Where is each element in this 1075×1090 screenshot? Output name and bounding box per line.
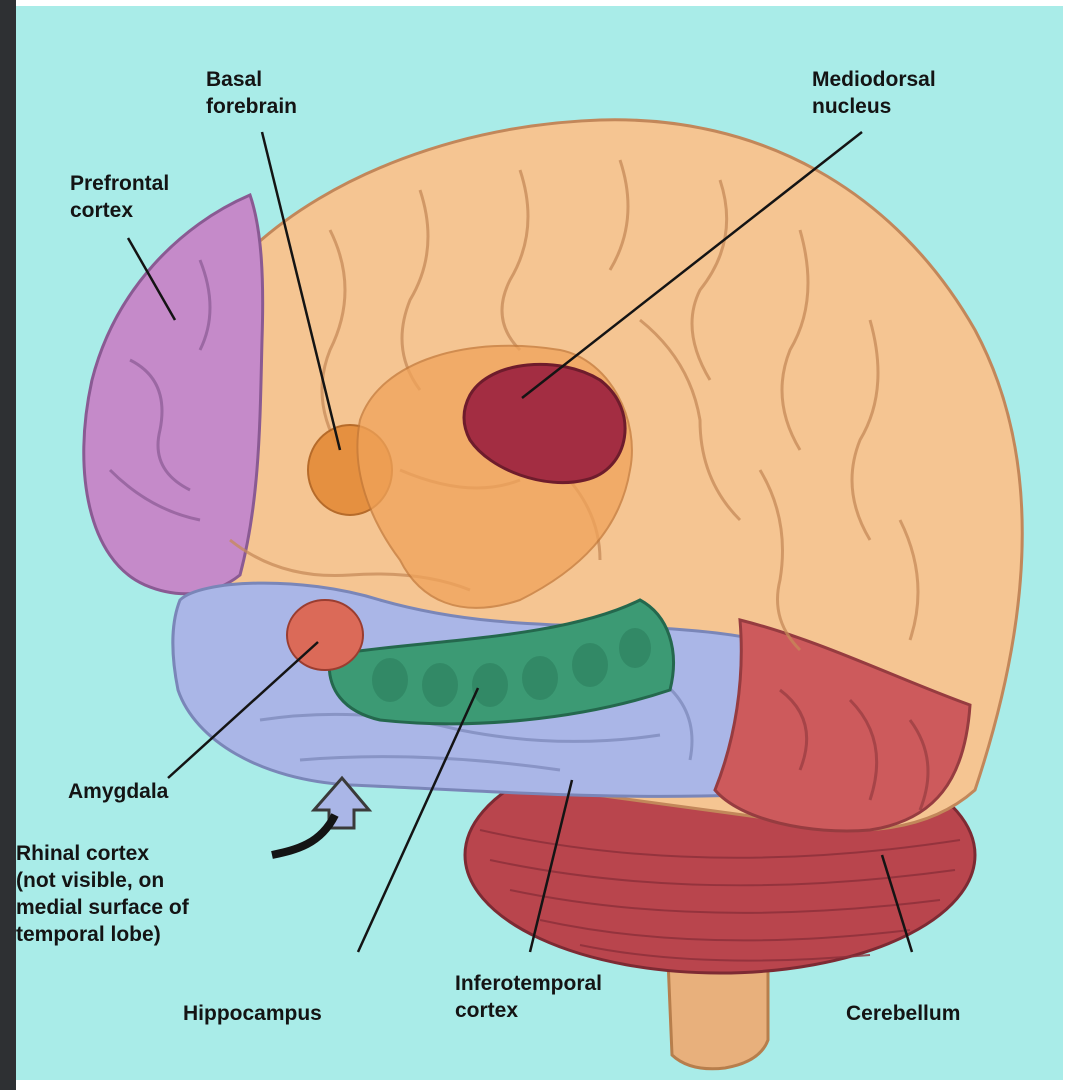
label-cerebellum: Cerebellum [846, 1000, 960, 1027]
rhinal-cortex-pointer [272, 815, 335, 855]
label-amygdala: Amygdala [68, 778, 168, 805]
brainstem [668, 960, 768, 1069]
label-basal-forebrain: Basal forebrain [206, 66, 297, 120]
label-hippocampus: Hippocampus [183, 1000, 322, 1027]
label-prefrontal-cortex: Prefrontal cortex [70, 170, 169, 224]
label-inferotemporal-cortex: Inferotemporal cortex [455, 970, 602, 1024]
label-rhinal-cortex: Rhinal cortex (not visible, on medial su… [16, 840, 189, 948]
label-mediodorsal-nucleus: Mediodorsal nucleus [812, 66, 936, 120]
prefrontal-cortex-region [84, 195, 263, 594]
